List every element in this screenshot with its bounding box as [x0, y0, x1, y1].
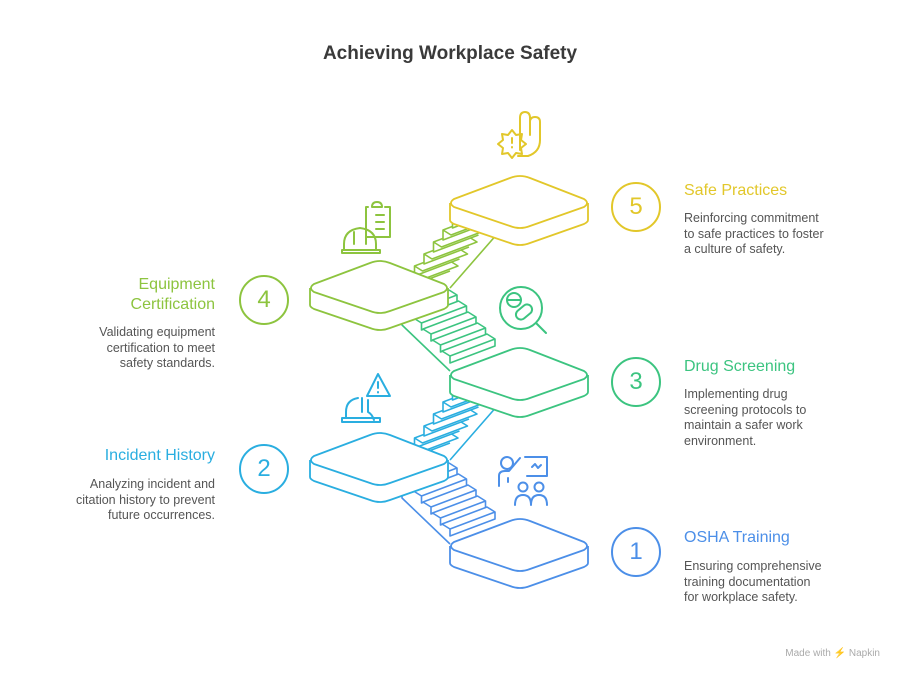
stair-step: [441, 333, 496, 364]
platform-top: [310, 260, 448, 314]
page-title: Achieving Workplace Safety: [322, 43, 578, 64]
desc-line: Ensuring comprehensive: [684, 559, 822, 573]
made-with-napkin-footer: Made with ⚡ Napkin: [785, 648, 880, 659]
desc-line: Reinforcing commitment: [684, 211, 819, 225]
desc-line: certification to meet: [106, 340, 215, 355]
platform-top: [450, 175, 588, 229]
pill-magnifier-icon: [499, 286, 547, 334]
desc-line: environment.: [684, 433, 757, 448]
desc-line: citation history to prevent: [76, 492, 215, 507]
desc-line: to safe practices to foster: [684, 226, 824, 241]
desc-line: future occurrences.: [108, 508, 215, 522]
desc-line: maintain a safer work: [684, 418, 803, 432]
platform-top: [450, 518, 588, 572]
step-4-title: Equipment Certification: [131, 275, 215, 315]
step-4-number-badge: 4: [239, 275, 289, 325]
title-line: Safe Practices: [684, 182, 788, 199]
step-1-description: Ensuring comprehensive training document…: [684, 559, 822, 606]
desc-line: Implementing drug: [684, 387, 788, 401]
platform-4: [309, 260, 449, 331]
warning-hardhat-icon: [341, 373, 391, 423]
title-line: Equipment: [138, 276, 216, 293]
platform-1: [449, 518, 589, 589]
step-2-description: Analyzing incident and citation history …: [76, 477, 215, 524]
step-3-description: Implementing drug screening protocols to…: [684, 387, 806, 449]
desc-line: Validating equipment: [99, 325, 215, 339]
desc-line: a culture of safety.: [684, 242, 786, 256]
step-3-number-badge: 3: [611, 357, 661, 407]
desc-line: Analyzing incident and: [89, 477, 215, 491]
clipboard-hardhat-icon: [341, 201, 391, 254]
step-5-description: Reinforcing commitment to safe practices…: [684, 211, 824, 258]
hand-warning-icon: [497, 111, 541, 159]
platform-3: [449, 347, 589, 418]
platform-2: [309, 432, 449, 503]
desc-line: safety standards.: [119, 356, 215, 370]
step-2-title: Incident History: [105, 446, 215, 466]
step-1-number-badge: 1: [611, 527, 661, 577]
desc-line: for workplace safety.: [684, 590, 798, 604]
step-1-title: OSHA Training: [684, 528, 790, 548]
desc-line: training documentation: [684, 574, 811, 589]
desc-line: screening protocols to: [684, 402, 807, 417]
step-2-number-badge: 2: [239, 444, 289, 494]
step-5-title: Safe Practices: [684, 181, 787, 201]
title-line: Certification: [130, 296, 215, 313]
platform-top: [450, 347, 588, 401]
title-line: OSHA Training: [684, 529, 790, 546]
step-4-description: Validating equipment certification to me…: [99, 325, 215, 372]
step-5-number-badge: 5: [611, 182, 661, 232]
step-3-title: Drug Screening: [684, 357, 795, 377]
stair-step: [441, 506, 496, 537]
trainer-presentation-icon: [498, 456, 548, 506]
title-line: Drug Screening: [684, 358, 796, 375]
title-line: Incident History: [104, 447, 215, 464]
platform-5: [449, 175, 589, 246]
platform-top: [310, 432, 448, 486]
